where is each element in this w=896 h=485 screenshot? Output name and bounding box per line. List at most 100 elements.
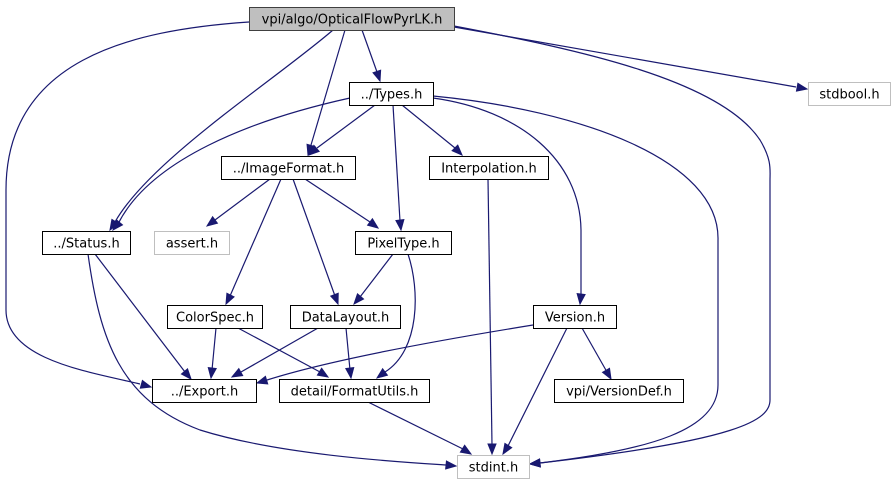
edge-line: [507, 327, 568, 447]
edge-version-export: [255, 324, 534, 385]
edge-types-pixeltype: [392, 104, 405, 232]
edge-imageformat-pixeltype: [304, 178, 380, 229]
arrowhead-icon: [395, 219, 405, 232]
node-box: [42, 231, 131, 255]
edge-line: [361, 29, 378, 73]
edge-root-status: [109, 29, 334, 232]
arrowhead-icon: [601, 367, 612, 381]
node-types[interactable]: ../Types.h: [349, 82, 434, 106]
edge-line: [117, 97, 351, 225]
edge-pixeltype-formatutils: [375, 253, 416, 379]
edge-line: [392, 104, 401, 222]
node-label: vpi/VersionDef.h: [566, 385, 672, 400]
edge-line: [94, 253, 186, 373]
node-root[interactable]: vpi/algo/OpticalFlowPyrLK.h: [249, 7, 455, 31]
node-label: stdint.h: [469, 461, 518, 476]
arrowhead-icon: [207, 366, 218, 380]
edge-types-version: [432, 97, 586, 306]
node-label: ../Types.h: [361, 88, 423, 103]
edge-line: [581, 327, 608, 373]
arrowhead-icon: [307, 144, 321, 156]
node-versiondef[interactable]: vpi/VersionDef.h: [554, 379, 684, 403]
edge-version-stdint: [502, 327, 568, 456]
node-box: [290, 305, 401, 329]
arrowhead-icon: [366, 217, 380, 229]
node-label: PixelType.h: [367, 237, 439, 252]
node-pixeltype[interactable]: PixelType.h: [355, 231, 452, 255]
node-label: DataLayout.h: [302, 311, 390, 326]
node-assert: assert.h: [154, 231, 230, 255]
edge-line: [5, 21, 250, 385]
node-box: [554, 379, 684, 403]
edge-status-stdint: [87, 253, 458, 470]
edge-line: [359, 253, 394, 298]
node-label: vpi/algo/OpticalFlowPyrLK.h: [262, 13, 443, 28]
node-box: [167, 305, 263, 329]
node-box: [533, 305, 617, 329]
node-label: ../ImageFormat.h: [233, 162, 345, 177]
edge-imageformat-datalayout: [292, 178, 339, 306]
edge-pixeltype-datalayout: [353, 253, 394, 306]
edge-line: [310, 29, 346, 146]
arrowhead-icon: [316, 367, 330, 378]
edge-colorspec-export: [207, 327, 218, 380]
edge-line: [229, 178, 282, 297]
edge-root-export: [5, 21, 250, 389]
edge-status-export: [94, 253, 192, 381]
node-box: [457, 455, 530, 479]
node-version[interactable]: Version.h: [533, 305, 617, 329]
node-box: [152, 379, 257, 403]
node-label: ../Export.h: [171, 385, 239, 400]
arrowhead-icon: [502, 442, 513, 456]
node-label: stdbool.h: [819, 88, 879, 103]
node-interpolation[interactable]: Interpolation.h: [429, 156, 549, 180]
arrowhead-icon: [576, 293, 586, 306]
nodes-layer: vpi/algo/OpticalFlowPyrLK.h ../Types.h std…: [42, 7, 891, 479]
node-datalayout[interactable]: DataLayout.h: [290, 305, 401, 329]
edge-line: [114, 29, 334, 223]
arrowhead-icon: [344, 366, 355, 380]
edge-imageformat-assert: [205, 178, 271, 227]
node-status[interactable]: ../Status.h: [42, 231, 131, 255]
node-box: [249, 7, 455, 31]
node-export[interactable]: ../Export.h: [152, 379, 257, 403]
arrowhead-icon: [372, 69, 382, 83]
node-formatutils[interactable]: detail/FormatUtils.h: [279, 379, 430, 403]
edge-line: [401, 104, 456, 149]
edge-datalayout-formatutils: [344, 327, 355, 380]
edge-line: [384, 253, 416, 373]
edge-line: [453, 25, 771, 464]
arrowhead-icon: [230, 367, 244, 378]
arrowhead-icon: [487, 443, 497, 456]
node-colorspec[interactable]: ColorSpec.h: [167, 305, 263, 329]
edge-line: [292, 178, 336, 297]
edge-root-imageformat: [306, 29, 346, 157]
arrowhead-icon: [205, 215, 219, 227]
edge-line: [432, 97, 582, 295]
arrowhead-icon: [112, 218, 124, 232]
node-label: ../Status.h: [53, 237, 119, 252]
edge-types-interpolation: [401, 104, 463, 156]
node-box: [355, 231, 452, 255]
node-label: assert.h: [166, 237, 218, 252]
edge-line: [367, 401, 464, 450]
arrowhead-icon: [795, 82, 809, 92]
edge-line: [345, 327, 351, 371]
edge-line: [487, 178, 493, 446]
node-box: [221, 156, 356, 180]
edge-types-stdint: [432, 95, 719, 468]
edge-datalayout-export: [230, 327, 319, 378]
edge-line: [240, 327, 319, 373]
arrowhead-icon: [180, 367, 192, 381]
edge-line: [304, 178, 371, 223]
edge-types-imageformat: [307, 104, 376, 156]
edge-line: [266, 324, 534, 381]
node-label: Version.h: [545, 311, 605, 326]
edge-line: [211, 327, 217, 371]
node-label: ColorSpec.h: [176, 311, 254, 326]
edge-line: [432, 95, 719, 464]
node-imageformat[interactable]: ../ImageFormat.h: [221, 156, 356, 180]
edge-colorspec-formatutils: [237, 327, 330, 378]
edge-interpolation-stdint: [487, 178, 497, 456]
